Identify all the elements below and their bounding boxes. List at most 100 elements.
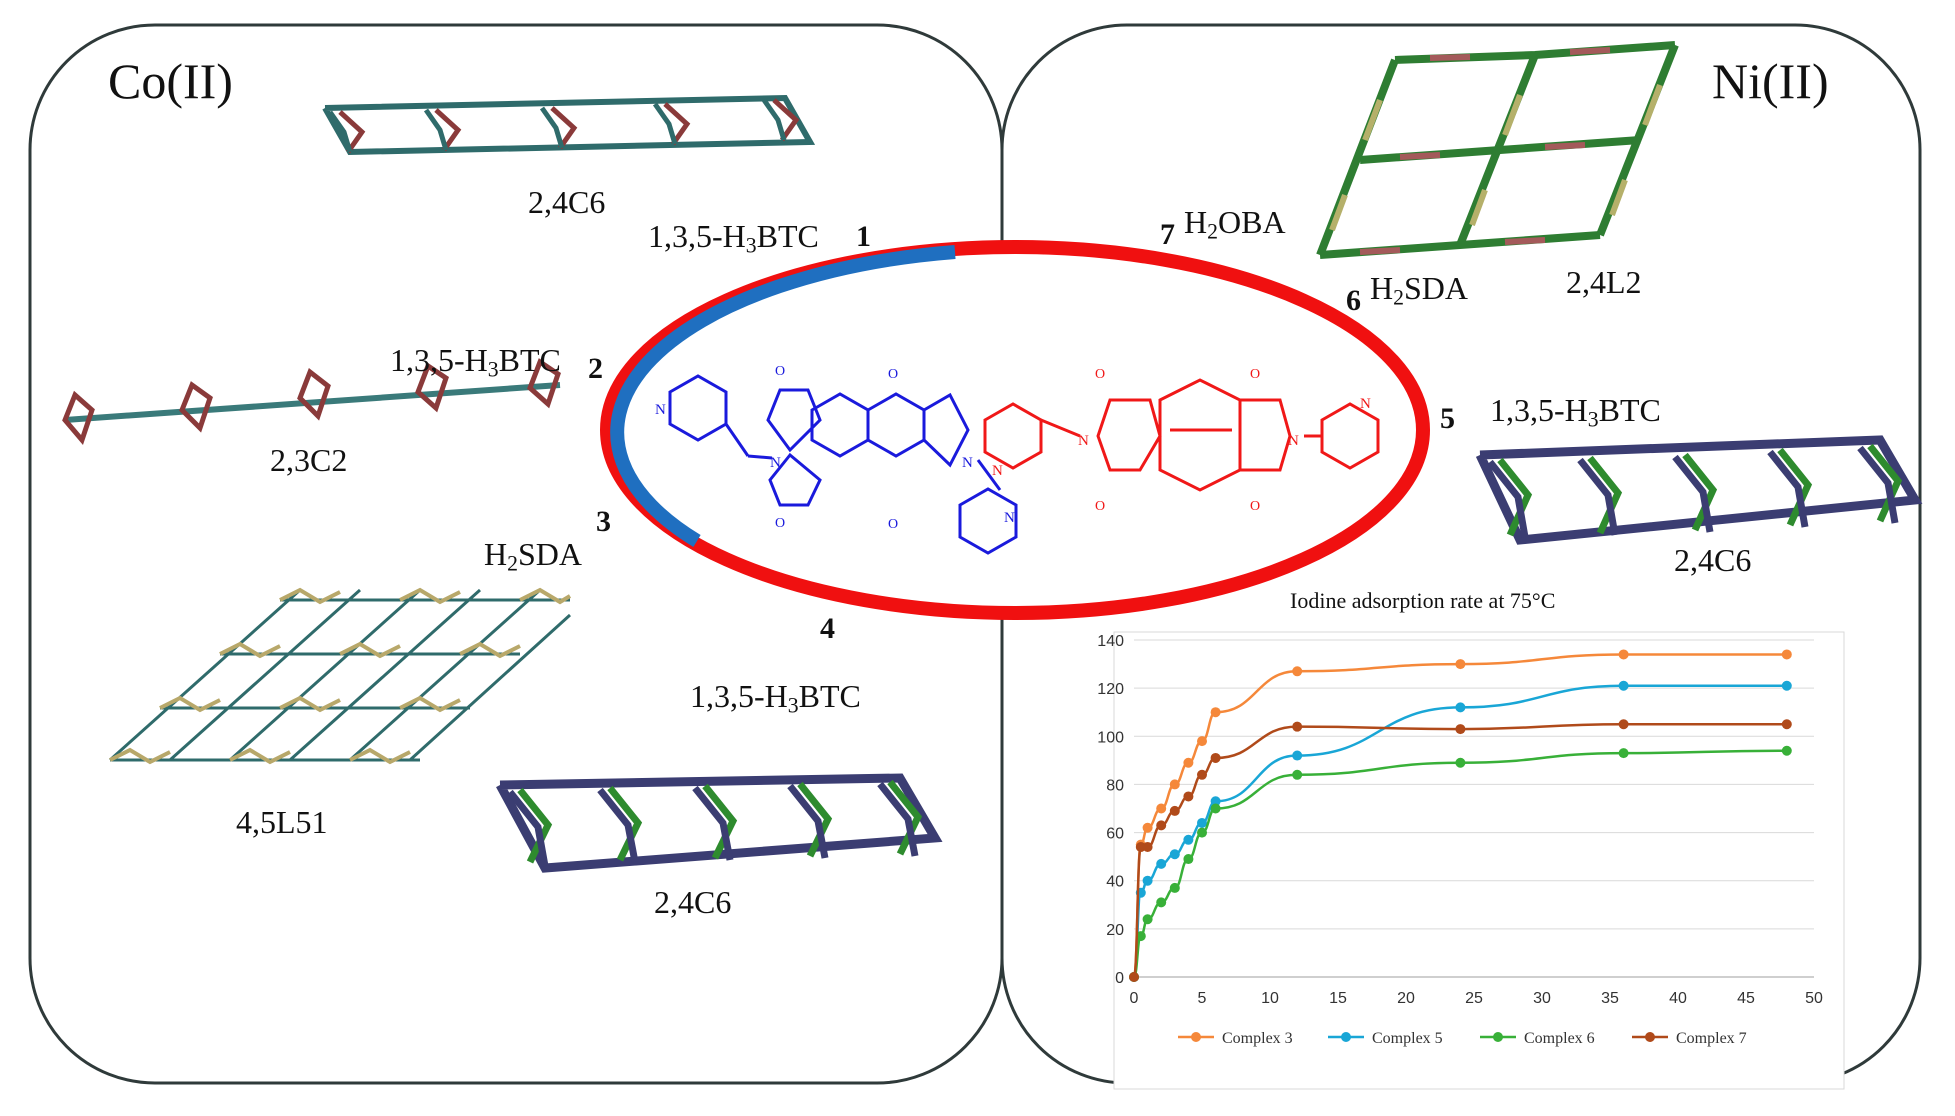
data-point — [1183, 854, 1194, 865]
data-point — [1142, 914, 1153, 925]
acid-6-prefix: H — [1370, 270, 1394, 306]
y-tick-label: 100 — [1097, 729, 1124, 746]
svg-text:N: N — [655, 402, 666, 418]
acid-7-sub: 2 — [1207, 219, 1218, 244]
acid-3-suffix: SDA — [517, 536, 582, 572]
data-point — [1618, 719, 1629, 730]
acid-3-prefix: H — [484, 536, 508, 572]
acid-2-sub: 3 — [487, 357, 499, 382]
topology-label-6-7: 2,4L2 — [1566, 264, 1642, 300]
data-point — [1618, 649, 1629, 660]
y-tick-label: 40 — [1106, 874, 1124, 891]
complex-number-4: 4 — [820, 612, 835, 645]
svg-text:N: N — [962, 455, 973, 471]
x-tick-label: 40 — [1669, 990, 1687, 1007]
y-tick-label: 0 — [1115, 970, 1124, 987]
x-tick-label: 0 — [1130, 990, 1139, 1007]
complex-number-6: 6 — [1346, 284, 1361, 317]
x-tick-label: 20 — [1397, 990, 1415, 1007]
x-tick-label: 30 — [1533, 990, 1551, 1007]
data-point — [1197, 736, 1207, 747]
complex-number-2: 2 — [588, 352, 603, 385]
data-point — [1455, 702, 1466, 713]
x-tick-label: 45 — [1737, 990, 1755, 1007]
right-panel-title: Ni(II) — [1712, 53, 1829, 109]
data-point — [1455, 659, 1466, 670]
acid-5-sub: 3 — [1587, 407, 1599, 432]
legend-swatch-marker — [1493, 1032, 1503, 1042]
acid-6-sub: 2 — [1393, 285, 1404, 310]
data-point — [1169, 849, 1180, 860]
data-point — [1135, 931, 1146, 942]
svg-text:O: O — [1250, 367, 1260, 382]
y-tick-label: 60 — [1106, 826, 1124, 843]
acid-4-suffix: BTC — [798, 678, 861, 714]
data-point — [1197, 827, 1207, 838]
data-point — [1183, 834, 1194, 845]
svg-text:O: O — [775, 516, 785, 531]
y-tick-label: 120 — [1097, 681, 1124, 698]
svg-text:O: O — [775, 364, 785, 379]
data-point — [1183, 791, 1194, 802]
svg-text:O: O — [1095, 367, 1105, 382]
y-tick-label: 20 — [1106, 922, 1124, 939]
x-tick-label: 35 — [1601, 990, 1619, 1007]
left-panel-title: Co(II) — [108, 53, 233, 109]
data-point — [1781, 680, 1792, 691]
legend-label: Complex 5 — [1372, 1030, 1443, 1047]
legend-swatch-marker — [1191, 1032, 1201, 1042]
data-point — [1210, 796, 1221, 807]
data-point — [1618, 748, 1629, 759]
legend-label: Complex 3 — [1222, 1030, 1293, 1047]
svg-text:N: N — [992, 463, 1003, 479]
network-2-4C6-complex1 — [322, 94, 816, 156]
data-point — [1210, 803, 1221, 814]
legend-swatch-marker — [1341, 1032, 1351, 1042]
legend-label: Complex 7 — [1676, 1030, 1747, 1047]
legend-label: Complex 6 — [1524, 1030, 1595, 1047]
svg-text:O: O — [888, 517, 898, 532]
data-point — [1781, 649, 1792, 660]
acid-6-suffix: SDA — [1403, 270, 1468, 306]
acid-label-1: 1,3,5-H3BTC — [648, 218, 819, 258]
acid-4-sub: 3 — [787, 693, 799, 718]
network-4-5L51-complex3 — [108, 587, 572, 765]
legend-swatch-marker — [1645, 1032, 1655, 1042]
acid-4-prefix: 1,3,5-H — [690, 678, 788, 714]
acid-label-2: 1,3,5-H3BTC — [390, 342, 561, 382]
data-point — [1156, 897, 1167, 908]
data-point — [1169, 805, 1180, 816]
data-point — [1455, 724, 1466, 735]
network-2-4C6-complex5 — [1475, 435, 1923, 545]
svg-text:O: O — [1095, 499, 1105, 514]
svg-text:N: N — [1078, 433, 1089, 449]
data-point — [1156, 820, 1167, 831]
svg-text:N: N — [1288, 433, 1299, 449]
acid-1-suffix: BTC — [756, 218, 819, 254]
data-point — [1210, 707, 1221, 718]
acid-2-suffix: BTC — [498, 342, 561, 378]
svg-text:N: N — [1004, 510, 1015, 526]
acid-5-suffix: BTC — [1598, 392, 1661, 428]
ring-blue-arc — [610, 245, 956, 547]
y-tick-label: 140 — [1097, 633, 1124, 650]
data-point — [1781, 719, 1792, 730]
ligand-ring — [600, 240, 1430, 620]
y-tick-label: 80 — [1106, 777, 1124, 794]
x-tick-label: 25 — [1465, 990, 1483, 1007]
data-point — [1781, 745, 1792, 756]
svg-text:N: N — [770, 455, 781, 471]
data-point — [1169, 779, 1180, 790]
data-point — [1142, 875, 1153, 886]
complex-number-7: 7 — [1160, 218, 1175, 251]
x-tick-label: 15 — [1329, 990, 1347, 1007]
topology-label-3: 4,5L51 — [236, 804, 328, 840]
acid-3-sub: 2 — [507, 551, 518, 576]
acid-label-4: 1,3,5-H3BTC — [690, 678, 861, 718]
data-point — [1455, 757, 1466, 768]
topology-label-5: 2,4C6 — [1674, 542, 1752, 578]
acid-1-sub: 3 — [745, 233, 757, 258]
